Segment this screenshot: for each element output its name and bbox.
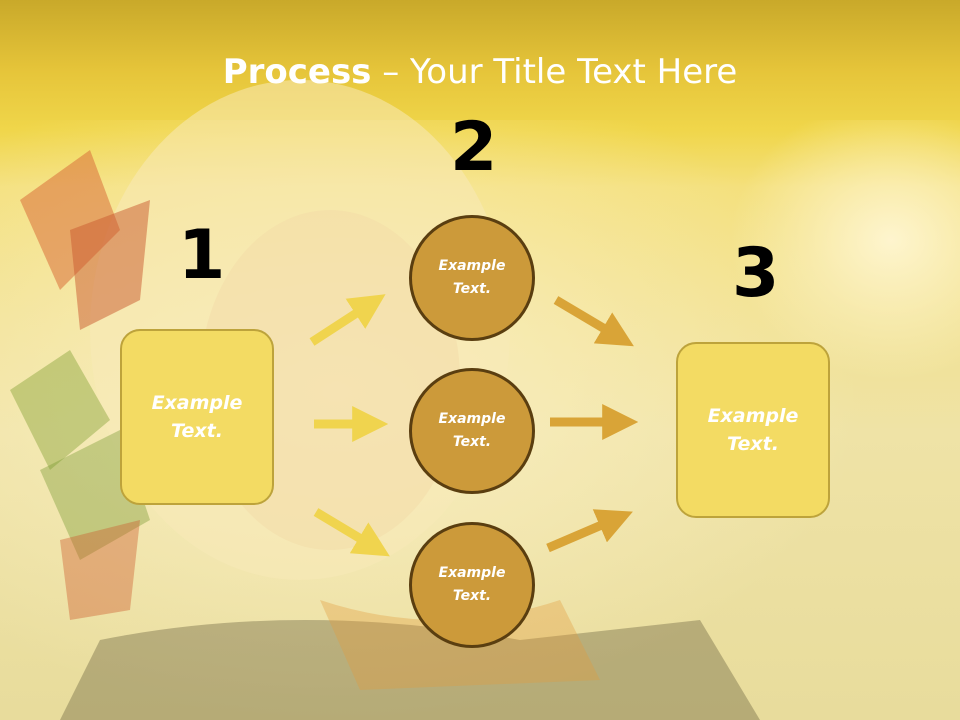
arrow-circle-top-to-3 — [553, 296, 634, 347]
step-1-box: Example Text. — [120, 329, 274, 505]
circle-top-label: Example Text. — [438, 257, 506, 297]
arrow-1-to-circle-bottom — [313, 508, 390, 557]
step-3-label: Example Text. — [707, 404, 799, 456]
step-2-circle-bottom: Example Text. — [409, 522, 535, 648]
step-3-box: Example Text. — [676, 342, 830, 518]
title-rest: – Your Title Text Here — [371, 52, 738, 92]
title-bold: Process — [222, 52, 372, 92]
slide-title: Process – Your Title Text Here — [0, 52, 960, 92]
circle-bottom-label: Example Text. — [438, 564, 506, 604]
step-number-2: 2 — [450, 108, 498, 187]
circle-middle-label: Example Text. — [438, 410, 506, 450]
step-number-1: 1 — [178, 216, 226, 295]
step-1-label: Example Text. — [151, 391, 243, 443]
step-2-circle-top: Example Text. — [409, 215, 535, 341]
step-number-3: 3 — [732, 234, 780, 313]
arrow-circle-bottom-to-3 — [546, 509, 633, 553]
arrow-1-to-circle-top — [309, 294, 386, 346]
step-2-circle-middle: Example Text. — [409, 368, 535, 494]
